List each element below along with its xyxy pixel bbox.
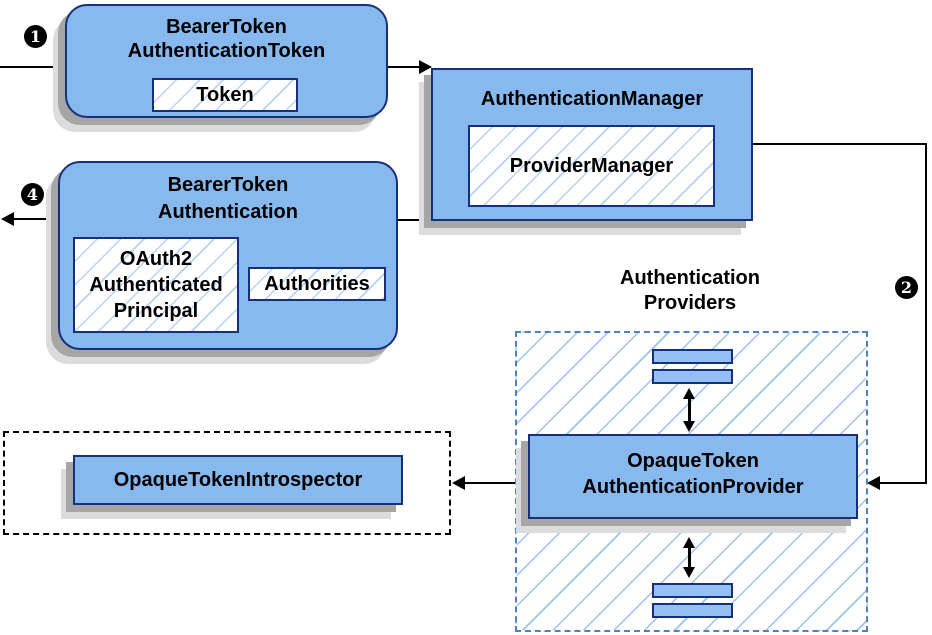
authentication-providers-heading: Authentication Providers [565, 266, 815, 316]
opaque-token-authentication-provider-line2: AuthenticationProvider [582, 476, 804, 498]
connector-provider-to-introspector-arrowhead-icon [452, 476, 465, 490]
bearer-token-authentication-token-title-line2: AuthenticationToken [127, 40, 326, 62]
oauth2-authenticated-principal-text: OAuth2 Authenticated Principal [89, 246, 222, 324]
bearer-token-authentication-box: BearerToken Authentication OAuth2 Authen… [58, 161, 398, 350]
token-inner-box: Token [152, 78, 298, 112]
step-badge-4: 4 [21, 183, 44, 206]
provider-stack-bar-bottom-2 [652, 603, 733, 618]
bearer-token-authentication-title-line1: BearerToken [167, 174, 289, 196]
authentication-manager-title: AuthenticationManager [480, 88, 704, 110]
principal-line2: Authenticated [89, 274, 223, 296]
bearer-token-authentication-token-title: BearerToken AuthenticationToken [67, 6, 386, 63]
connector-into-provider-arrowhead-icon [867, 476, 880, 490]
opaque-token-authentication-provider-box: OpaqueToken AuthenticationProvider [528, 434, 858, 519]
double-arrow-bottom-line [688, 546, 691, 569]
connector-right-vertical-line [925, 143, 927, 484]
double-arrow-bottom-down-icon [683, 567, 695, 578]
bearer-token-authentication-title-line2: Authentication [158, 201, 298, 223]
oauth2-authenticated-principal-inner-box: OAuth2 Authenticated Principal [73, 237, 239, 333]
connector-token-to-manager-arrowhead-icon [419, 60, 432, 74]
connector-authentication-out-arrowhead-icon [1, 212, 14, 226]
bearer-token-authentication-token-title-line1: BearerToken [166, 16, 287, 38]
double-arrow-top-down-icon [683, 421, 695, 432]
authentication-manager-box: AuthenticationManager ProviderManager [431, 68, 753, 221]
principal-line3: Principal [113, 300, 199, 322]
provider-stack-bar-top-2 [652, 369, 733, 384]
opaque-token-authentication-provider-title: OpaqueToken AuthenticationProvider [530, 436, 856, 500]
connector-manager-to-authentication-line [398, 219, 432, 221]
bearer-token-authentication-title: BearerToken Authentication [60, 163, 396, 226]
connector-manager-right-line [753, 143, 927, 145]
provider-stack-bar-bottom-1 [652, 583, 733, 598]
connector-provider-to-introspector-line [464, 482, 531, 484]
bearer-token-authentication-token-box: BearerToken AuthenticationToken Token [65, 4, 388, 118]
opaque-token-introspector-box: OpaqueTokenIntrospector [73, 455, 403, 505]
double-arrow-top-line [688, 397, 691, 424]
provider-manager-inner-box: ProviderManager [468, 125, 715, 207]
connector-into-provider-line [880, 482, 927, 484]
connector-incoming-line [0, 66, 66, 68]
authentication-providers-heading-line2: Providers [643, 292, 737, 314]
double-arrow-bottom-up-icon [683, 537, 695, 548]
double-arrow-top-up-icon [683, 388, 695, 399]
opaque-token-authentication-provider-line1: OpaqueToken [627, 450, 759, 472]
authorities-inner-box: Authorities [248, 267, 386, 301]
provider-stack-bar-top-1 [652, 349, 733, 364]
connector-authentication-out-line [13, 218, 59, 220]
connector-token-to-manager-line [386, 66, 420, 68]
principal-line1: OAuth2 [119, 248, 193, 270]
step-badge-2: 2 [895, 276, 918, 299]
authentication-providers-heading-line1: Authentication [620, 267, 760, 289]
step-badge-1: 1 [24, 25, 47, 48]
